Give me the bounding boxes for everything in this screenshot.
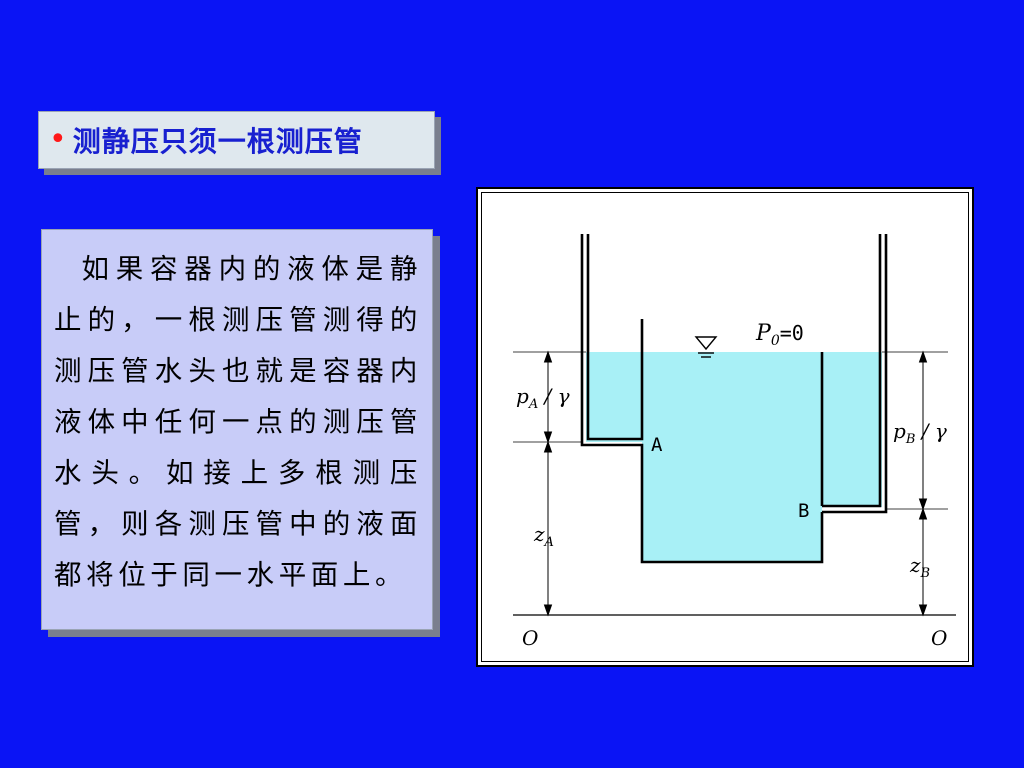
pa-p: p: [516, 384, 529, 408]
zb-sub: B: [920, 566, 931, 581]
piezometer-diagram: P0=0 A B pA / γ pB / γ zA zB O O: [513, 234, 956, 650]
explanation-paragraph: 如果容器内的液体是静止的，一根测压管测得的测压管水头也就是容器内液体中任何一点的…: [54, 253, 422, 591]
za-z: z: [533, 522, 545, 546]
surface-pressure-label: P0=0: [755, 321, 804, 349]
datum-right-label: O: [931, 626, 947, 650]
pb-label: pB / γ: [893, 419, 947, 447]
point-a-label: A: [651, 434, 663, 456]
za-sub: A: [544, 535, 554, 550]
diagram-frame: P0=0 A B pA / γ pB / γ zA zB O O: [476, 187, 974, 667]
pa-gamma: / γ: [538, 384, 569, 408]
dimension-arrows: [543, 350, 928, 617]
datum-left-label: O: [522, 626, 538, 650]
za-label: zA: [533, 522, 554, 550]
container-outline: [580, 234, 888, 564]
slide-title: 测静压只须一根测压管: [72, 125, 363, 158]
pa-label: pA / γ: [516, 384, 570, 412]
pa-sub: A: [528, 397, 538, 412]
title-banner: • 测静压只须一根测压管: [38, 111, 435, 169]
pb-p: p: [893, 419, 906, 443]
zb-z: z: [909, 553, 921, 577]
title-bullet: •: [49, 122, 67, 157]
water-fill: [586, 352, 882, 562]
zb-label: zB: [909, 553, 930, 581]
surface-sub: 0: [771, 333, 780, 349]
surface-eq: =0: [780, 321, 804, 345]
text-panel: 如果容器内的液体是静止的，一根测压管测得的测压管水头也就是容器内液体中任何一点的…: [41, 229, 433, 630]
point-b-label: B: [798, 500, 809, 522]
pb-gamma: / γ: [915, 419, 946, 443]
surface-p: P: [755, 321, 772, 346]
free-surface-icon: [694, 336, 718, 358]
pb-sub: B: [905, 432, 916, 447]
reference-lines: [513, 351, 956, 616]
